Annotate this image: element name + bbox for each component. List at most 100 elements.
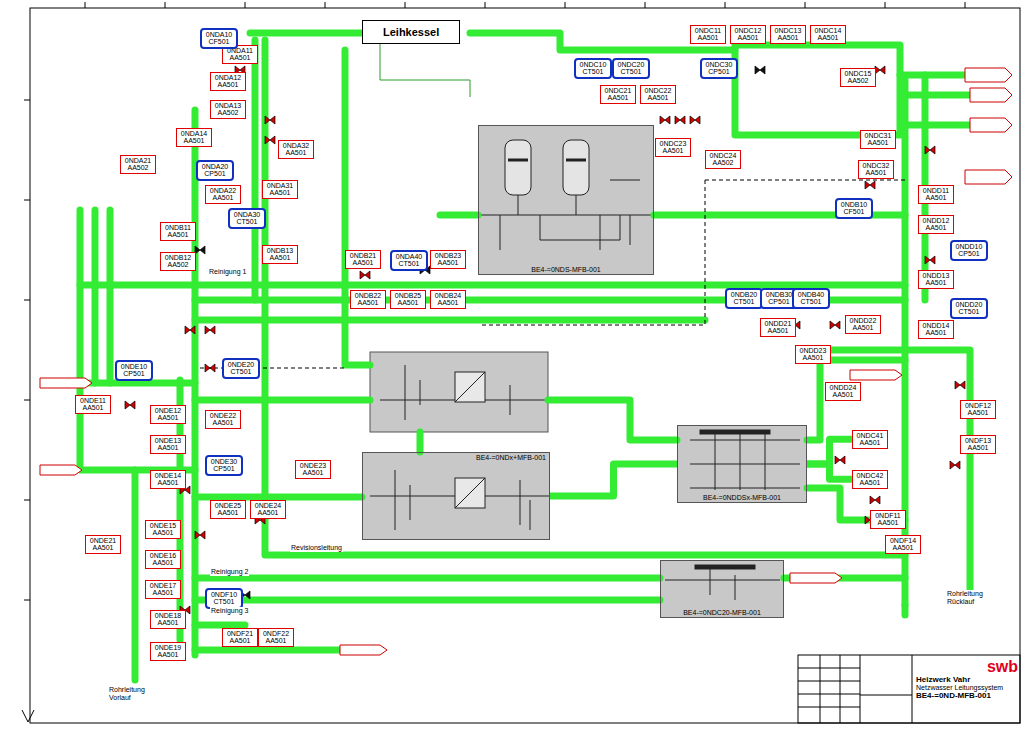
drawing-part <box>790 573 842 583</box>
node-text: 0NDC11 AA501 <box>692 27 724 42</box>
node-text: 0NDC15 AA502 <box>842 70 874 85</box>
node-text: 0NDE18 AA501 <box>152 612 184 627</box>
title-text: Heizwerk Vahr <box>916 676 1018 685</box>
instrument-tag: 0NDC20 CT501 <box>612 58 650 79</box>
drawing-part <box>905 122 970 129</box>
drawing-part <box>478 195 654 250</box>
valve-tag: 0NDF14 AA501 <box>885 535 921 554</box>
vessel-box: Leihkessel <box>362 20 460 44</box>
valve-tag: 0NDE18 AA501 <box>150 610 186 629</box>
node-text: 0NDE23 AA501 <box>297 462 329 477</box>
drawing-part <box>125 401 135 409</box>
drawing-part <box>252 40 259 300</box>
title-text: Netzwasser Leitungssystem <box>916 684 1018 692</box>
drawing-part <box>955 381 965 389</box>
drawing-part <box>700 430 770 434</box>
valve-tag: 0NDE16 AA501 <box>145 550 181 569</box>
drawing-part <box>478 125 654 275</box>
drawing-part <box>850 370 902 380</box>
valve-tag: 0NDC22 AA501 <box>640 85 676 104</box>
valve-tag: 0NDE17 AA501 <box>145 580 181 599</box>
drawing-part <box>195 317 705 324</box>
drawing-part <box>195 647 340 654</box>
instrument-tag: 0NDA30 CT501 <box>228 208 266 229</box>
node-text: 0NDC14 AA501 <box>812 27 844 42</box>
grey-subsystems <box>362 125 807 618</box>
drawing-part <box>505 140 531 195</box>
drawing-part <box>925 256 935 264</box>
drawing-part <box>380 365 548 420</box>
drawing-part <box>205 364 215 372</box>
line-label: Rohrleitung Vorlauf <box>108 686 156 701</box>
valve-tag: 0NDE22 AA501 <box>205 410 241 429</box>
valve-tag: 0NDE21 AA501 <box>85 535 121 554</box>
node-text: BE4-=0NDC20-MFB-001 <box>680 608 764 617</box>
node-text: 0NDF13 AA501 <box>962 437 994 452</box>
drawing-part <box>875 66 885 74</box>
node-text: 0NDC12 AA501 <box>732 27 764 42</box>
node-text: 0NDD13 AA501 <box>920 272 952 287</box>
valve-tag: 0NDC15 AA502 <box>840 68 876 87</box>
node-text: 0NDA31 AA501 <box>264 182 296 197</box>
node-text: 0NDE21 AA501 <box>87 537 119 552</box>
drawing-part <box>345 50 370 365</box>
instrument-tag: 0NDB40 CT501 <box>792 288 830 309</box>
drawing-part <box>340 645 387 655</box>
subsystem-sketch <box>370 140 800 600</box>
valve-tag: 0NDC21 AA501 <box>600 85 636 104</box>
drawing-part <box>695 565 755 569</box>
valve-tag: 0NDE12 AA501 <box>150 405 186 424</box>
drawing-part <box>870 496 880 504</box>
node-text: 0NDE16 AA501 <box>147 552 179 567</box>
valve-tag: 0NDF13 AA501 <box>960 435 996 454</box>
node-text: 0NDE10 CP501 <box>118 363 150 378</box>
valve-tag: 0NDD22 AA501 <box>845 315 881 334</box>
node-text: 0NDB40 CT501 <box>795 291 827 306</box>
node-text: 0NDB30 CP501 <box>763 291 795 306</box>
drawing-part <box>107 210 114 383</box>
valve-tag: 0NDB24 AA501 <box>430 290 466 309</box>
node-text: Leihkessel <box>383 26 439 38</box>
drawing-part <box>185 326 195 334</box>
drawing-part <box>677 425 807 503</box>
valve-tag: 0NDD12 AA501 <box>918 215 954 234</box>
drawing-part <box>830 321 840 329</box>
valve-tag: 0NDC24 AA502 <box>705 150 741 169</box>
node-text: 0NDB10 CF501 <box>838 201 870 216</box>
drawing-part <box>22 710 34 722</box>
subsystem-box: BE4-=0NDC20-MFB-001 <box>660 560 784 618</box>
node-text: 0NDA32 AA501 <box>280 142 312 157</box>
node-text: 0NDD23 AA501 <box>797 347 829 362</box>
subsystem-box: BE4-=0NDS-MFB-001 <box>478 125 654 275</box>
node-text: 0NDC24 AA502 <box>707 152 739 167</box>
pipe-connector <box>807 464 852 479</box>
node-text: 0NDD20 CT501 <box>953 301 985 316</box>
valve-tag: 0NDA22 AA501 <box>205 185 241 204</box>
node-text: 0NDA12 AA501 <box>212 74 244 89</box>
drawing-part <box>195 575 660 582</box>
node-text: 0NDE19 AA501 <box>152 644 184 659</box>
valve-tag: 0NDC14 AA501 <box>810 25 846 44</box>
node-text: 0NDE25 AA501 <box>212 502 244 517</box>
instrument-tag: 0NDB20 CT501 <box>725 288 763 309</box>
node-text: 0NDB11 AA501 <box>162 224 194 239</box>
node-text: 0NDB24 AA501 <box>432 292 464 307</box>
drawing-part <box>735 45 900 135</box>
instrument-tag: 0NDA10 CF501 <box>200 28 238 49</box>
valve-tag: 0NDF11 AA501 <box>870 510 906 529</box>
valve-tag: 0NDD11 AA501 <box>918 185 954 204</box>
node-text: 0NDC10 CT501 <box>577 61 609 76</box>
drawing-part <box>265 136 275 144</box>
node-text: 0NDC13 AA501 <box>772 27 804 42</box>
node-text: 0NDF21 AA501 <box>224 630 256 645</box>
drawing-part <box>807 360 905 440</box>
drawing-part <box>970 118 1012 132</box>
valve-tag: 0NDC12 AA501 <box>730 25 766 44</box>
valve-tag: 0NDE25 AA501 <box>210 500 246 519</box>
node-text: 0NDA20 CP501 <box>199 163 231 178</box>
node-text: 0NDE13 AA501 <box>152 437 184 452</box>
node-text: 0NDF14 AA501 <box>887 537 919 552</box>
node-text: 0NDA14 AA501 <box>178 130 210 145</box>
drawing-part <box>265 116 275 124</box>
node-text: 0NDC42 AA501 <box>854 472 886 487</box>
